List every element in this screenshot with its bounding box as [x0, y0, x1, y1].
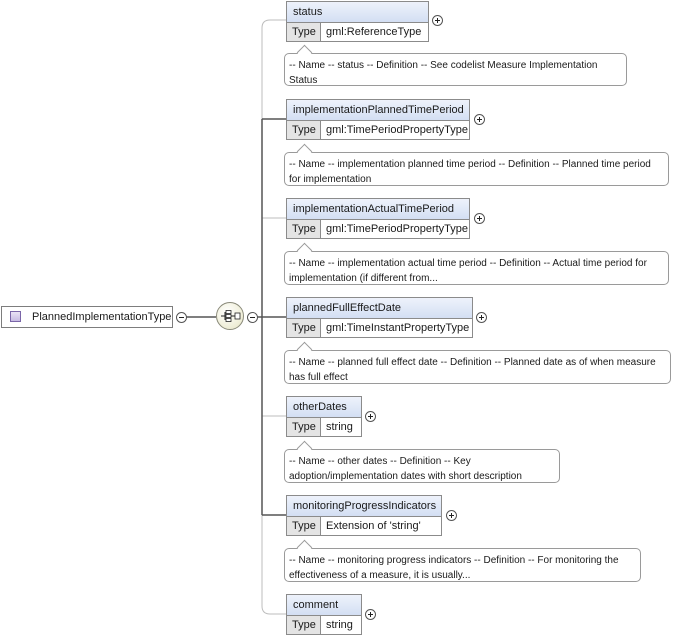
element-type-row: Type gml:ReferenceType	[287, 23, 428, 41]
expand-icon[interactable]	[432, 15, 443, 26]
type-value: gml:ReferenceType	[326, 26, 422, 38]
root-collapse-icon[interactable]	[176, 312, 187, 323]
type-key-label: Type	[287, 220, 321, 238]
type-value: Extension of 'string'	[326, 520, 421, 532]
sequence-collapse-icon[interactable]	[247, 312, 258, 323]
complex-type-icon	[10, 311, 21, 322]
type-key-label: Type	[287, 616, 321, 634]
expand-icon[interactable]	[474, 213, 485, 224]
element-comment[interactable]: comment Type string	[286, 594, 362, 635]
documentation-note: -- Name -- status -- Definition -- See c…	[284, 53, 627, 86]
element-name: monitoringProgressIndicators	[287, 496, 441, 517]
documentation-note: -- Name -- implementation actual time pe…	[284, 251, 669, 285]
element-planned-full-effect-date[interactable]: plannedFullEffectDate Type gml:TimeInsta…	[286, 297, 473, 338]
type-value: gml:TimeInstantPropertyType	[326, 322, 470, 334]
element-type-row: Type gml:TimePeriodPropertyType	[287, 121, 469, 139]
element-name: status	[287, 2, 428, 23]
element-name: implementationActualTimePeriod	[287, 199, 469, 220]
type-key-label: Type	[287, 23, 321, 41]
type-value: gml:TimePeriodPropertyType	[326, 124, 469, 136]
sequence-compositor-icon[interactable]	[216, 302, 244, 330]
documentation-note: -- Name -- monitoring progress indicator…	[284, 548, 641, 582]
type-value: string	[326, 421, 353, 433]
type-key-label: Type	[287, 418, 321, 436]
element-status[interactable]: status Type gml:ReferenceType	[286, 1, 429, 42]
element-name: otherDates	[287, 397, 361, 418]
root-complex-type[interactable]: PlannedImplementationType	[1, 306, 173, 328]
type-key-label: Type	[287, 517, 321, 535]
expand-icon[interactable]	[365, 609, 376, 620]
root-type-label: PlannedImplementationType	[32, 311, 172, 323]
documentation-note: -- Name -- other dates -- Definition -- …	[284, 449, 560, 483]
element-implementation-actual-time-period[interactable]: implementationActualTimePeriod Type gml:…	[286, 198, 470, 239]
documentation-note: -- Name -- implementation planned time p…	[284, 152, 669, 186]
expand-icon[interactable]	[446, 510, 457, 521]
element-name: implementationPlannedTimePeriod	[287, 100, 469, 121]
expand-icon[interactable]	[365, 411, 376, 422]
documentation-note: -- Name -- planned full effect date -- D…	[284, 350, 671, 384]
expand-icon[interactable]	[476, 312, 487, 323]
expand-icon[interactable]	[474, 114, 485, 125]
element-name: plannedFullEffectDate	[287, 298, 472, 319]
type-key-label: Type	[287, 121, 321, 139]
type-value: string	[326, 619, 353, 631]
element-name: comment	[287, 595, 361, 616]
element-implementation-planned-time-period[interactable]: implementationPlannedTimePeriod Type gml…	[286, 99, 470, 140]
type-key-label: Type	[287, 319, 321, 337]
element-type-row: Type gml:TimePeriodPropertyType	[287, 220, 469, 238]
element-type-row: Type Extension of 'string'	[287, 517, 441, 535]
element-monitoring-progress-indicators[interactable]: monitoringProgressIndicators Type Extens…	[286, 495, 442, 536]
element-type-row: Type string	[287, 418, 361, 436]
element-other-dates[interactable]: otherDates Type string	[286, 396, 362, 437]
element-type-row: Type gml:TimeInstantPropertyType	[287, 319, 472, 337]
type-value: gml:TimePeriodPropertyType	[326, 223, 469, 235]
element-type-row: Type string	[287, 616, 361, 634]
